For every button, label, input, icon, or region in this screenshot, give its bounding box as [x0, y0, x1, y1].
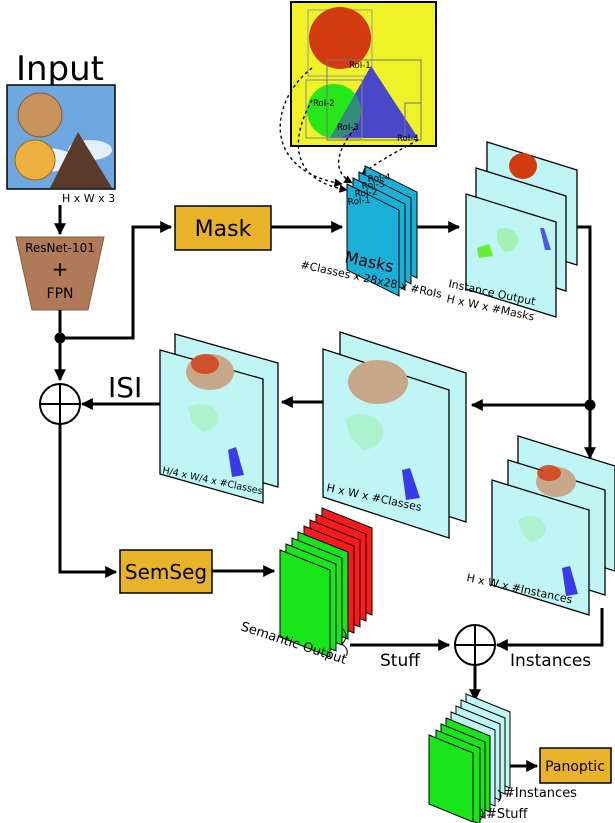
instance-output-stack	[465, 141, 578, 318]
final-instances-label: #Instances	[504, 786, 577, 801]
roi-label-4: RoI-4	[397, 134, 419, 144]
mask-box-label: Mask	[195, 217, 252, 242]
roi-label-1: RoI-1	[349, 61, 371, 71]
roi-image: RoI-1 RoI-2 RoI-3 RoI-4	[290, 1, 437, 147]
backbone-plus: +	[52, 257, 69, 281]
hw-classes-stack	[322, 331, 467, 539]
final-output-stack	[428, 693, 511, 823]
roi-label-2: RoI-2	[313, 99, 335, 109]
left-sum-node	[39, 383, 81, 425]
semseg-box-label: SemSeg	[125, 560, 207, 584]
stuff-label: Stuff	[380, 651, 421, 671]
backbone-line1: ResNet-101	[25, 241, 95, 255]
roi-dotted-connectors	[279, 67, 419, 193]
backbone-block: ResNet-101 + FPN	[15, 236, 105, 311]
isi-label: ISI	[108, 371, 142, 404]
instance-output-down-line	[577, 225, 592, 405]
masks-stack: RoI-4 RoI-3 RoI-2 RoI-1 Masks	[343, 165, 418, 297]
semantic-output-stack	[279, 507, 373, 658]
masks-roi-2: RoI-2	[354, 188, 378, 200]
node-to-mask-arrow	[60, 221, 173, 340]
sum-to-semseg-arrow	[58, 424, 118, 578]
hw-instances-stack	[491, 435, 615, 616]
roi-label-3: RoI-3	[337, 123, 359, 133]
semseg-box: SemSeg	[119, 549, 213, 594]
quarter-classes-stack	[159, 333, 279, 504]
input-dims: H x W x 3	[62, 192, 115, 205]
masks-roi-4: RoI-4	[367, 173, 391, 185]
input-title: Input	[16, 49, 104, 89]
right-sum-node	[454, 624, 496, 666]
masks-roi-3: RoI-3	[361, 180, 385, 192]
final-stuff-label: #Stuff	[486, 807, 528, 822]
mask-box: Mask	[174, 205, 272, 251]
masks-roi-1: RoI-1	[347, 196, 371, 208]
panoptic-box: Panoptic	[539, 747, 612, 784]
instances-label: Instances	[510, 651, 591, 671]
input-image	[6, 84, 116, 190]
hw-instances-to-sum-arrow	[495, 608, 604, 651]
panoptic-box-label: Panoptic	[545, 759, 605, 775]
backbone-line2: FPN	[47, 286, 74, 302]
